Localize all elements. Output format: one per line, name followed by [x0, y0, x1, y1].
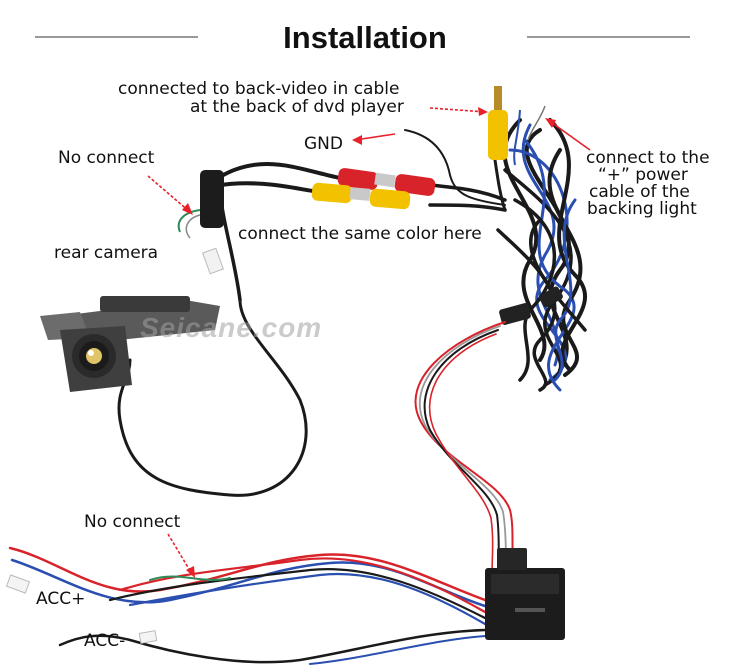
label-no-connect-top: No connect [58, 148, 155, 168]
yellow-rca-connector [311, 182, 411, 210]
power-wire [513, 109, 521, 166]
page-title: Installation [283, 20, 447, 55]
label-rear-camera: rear camera [54, 243, 159, 263]
acc-plus-tag [5, 574, 31, 594]
label-no-connect-bottom: No connect [84, 512, 181, 532]
control-module [485, 548, 565, 640]
camera-adapter [177, 170, 224, 275]
label-power-line4: backing light [587, 199, 697, 219]
rear-camera-body [40, 296, 220, 392]
label-same-color: connect the same color here [238, 224, 482, 244]
extension-cable-coil [496, 118, 587, 392]
acc-harness [8, 546, 487, 665]
acc-minus-tag [138, 630, 158, 644]
label-back-video-line2: at the back of dvd player [190, 97, 404, 117]
coil-connector [499, 303, 531, 325]
label-back-video-line1: connected to back-video in cable [118, 79, 400, 99]
coil-connector-2 [539, 286, 563, 308]
label-power-line3: cable of the [589, 182, 690, 202]
label-power-line2: “+” power [598, 165, 688, 185]
label-power-line1: connect to the [586, 148, 710, 168]
back-video-plug [488, 86, 508, 160]
watermark-text: Seicane.com [140, 312, 323, 343]
annotation-arrows [147, 107, 591, 578]
power-wire-tip [527, 105, 546, 141]
label-acc-minus: ACC- [84, 631, 126, 651]
label-acc-plus: ACC+ [36, 589, 86, 609]
red-rca-connector [337, 168, 436, 196]
module-harness [414, 321, 516, 576]
label-gnd: GND [304, 134, 343, 154]
